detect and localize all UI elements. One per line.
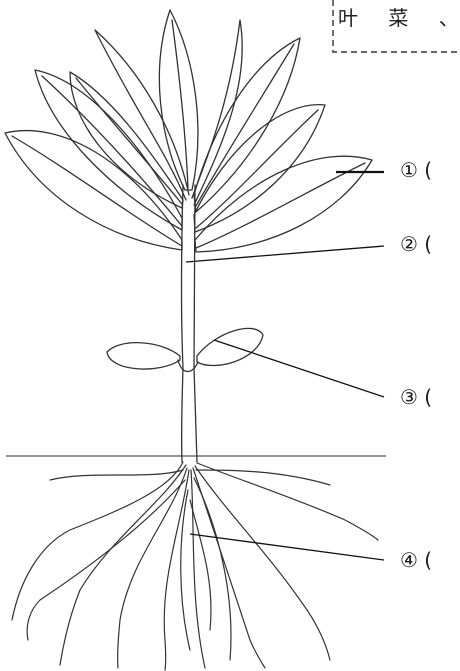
leaf-center-small-2 [192,20,242,205]
cotyledon-left [107,343,180,369]
stem-node [178,360,198,372]
label-1: ① ( [400,158,432,182]
label-2: ② ( [400,232,432,256]
leader-line-2 [186,246,384,262]
leaf-upper-left-vein [76,78,182,204]
roots [12,462,378,670]
leaf-mid-right-vein [196,110,318,228]
leaf-center-small [95,30,189,200]
instruction-box-text: 叶 菜 、 [338,2,460,31]
plant [5,10,378,670]
label-4: ④ ( [400,548,432,572]
leader-line-3 [214,340,384,397]
label-3: ③ ( [400,385,432,409]
leaf-upper-left [70,72,183,208]
leaf-top-center [159,10,198,190]
cotyledon-right [197,328,263,365]
